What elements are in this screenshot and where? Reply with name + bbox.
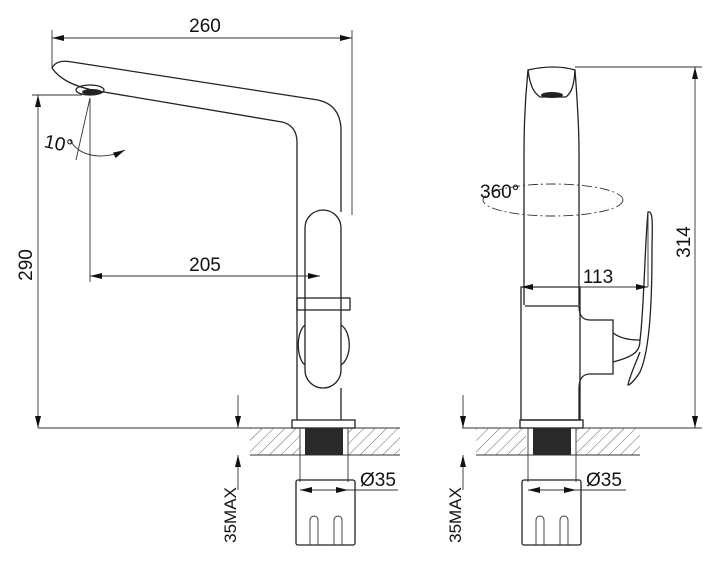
countertop-section-side [476, 419, 640, 546]
width-label: 260 [189, 16, 221, 37]
hole-diameter-label: Ø35 [360, 470, 396, 491]
side-view: 360° 113 314 [446, 66, 702, 546]
angle-annotation: 10° [42, 97, 126, 161]
faucet-body-side [520, 66, 653, 421]
angle-label: 10° [42, 131, 74, 158]
side-hole-diameter-dimension: Ø35 [528, 470, 626, 493]
front-view: 260 290 205 [16, 16, 400, 546]
depth-label: 113 [583, 267, 613, 288]
height-label: 290 [16, 249, 37, 281]
width-dimension: 260 [51, 16, 353, 215]
side-hole-diameter-label: Ø35 [586, 470, 622, 491]
rotation-annotation: 360° [480, 182, 624, 217]
rotation-label: 360° [480, 182, 519, 203]
depth-dimension: 113 [521, 212, 649, 290]
height-dimension: 290 [16, 94, 82, 428]
side-height-dimension: 314 [575, 66, 702, 429]
side-height-label: 314 [674, 226, 695, 258]
side-mount-thickness-label: 35MAX [446, 487, 465, 543]
countertop-section-front [250, 419, 400, 546]
mount-thickness-dimension: 35MAX [221, 395, 241, 543]
reach-label: 205 [189, 255, 221, 276]
side-mount-thickness-dimension: 35MAX [446, 395, 466, 543]
mount-thickness-label: 35MAX [221, 487, 240, 543]
hole-diameter-dimension: Ø35 [300, 470, 398, 493]
reach-dimension: 205 [89, 98, 320, 282]
faucet-body-front [51, 60, 351, 420]
